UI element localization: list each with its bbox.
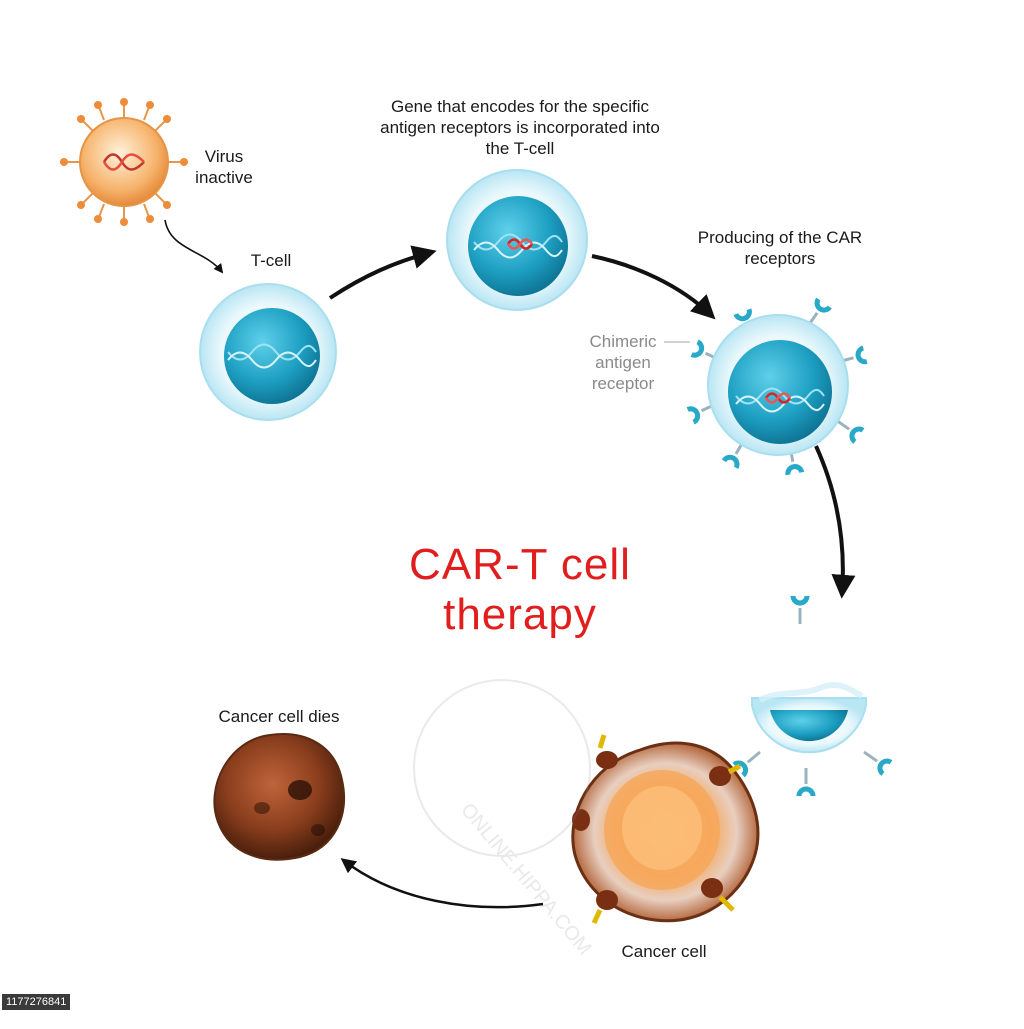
- car-label: Chimeric antigen receptor: [589, 332, 657, 393]
- loose-receptor-icon: [793, 596, 807, 624]
- virus-icon: [60, 98, 188, 226]
- attacking-tcell-icon: [734, 682, 891, 796]
- cancer-dies-label: Cancer cell dies: [218, 707, 340, 726]
- title-line-1: CAR-T cell: [409, 540, 631, 589]
- watermark-logo: ONLINE.HIPPA.COM: [413, 679, 596, 959]
- car-tcell-icon: [688, 299, 867, 475]
- dead-cancer-cell-icon: [213, 733, 346, 861]
- arrow-car-to-attack: [814, 445, 856, 599]
- tcell-icon: [199, 283, 337, 421]
- cancer-cell-icon: [571, 734, 760, 925]
- virus-label: Virus inactive: [195, 147, 253, 187]
- arrow-cancer-to-dead: [340, 858, 544, 909]
- arrow-tcell-to-gene: [328, 245, 437, 300]
- gene-label: Gene that encodes for the specific antig…: [380, 97, 660, 158]
- stock-id-badge: 1177276841: [2, 994, 71, 1010]
- tcell-label: T-cell: [250, 251, 292, 270]
- arrow-gene-to-car: [591, 254, 716, 320]
- title-line-2: therapy: [443, 590, 597, 639]
- diagram-title: CAR-T cell therapy: [370, 540, 670, 640]
- modified-tcell-icon: [446, 169, 588, 311]
- producing-label: Producing of the CAR receptors: [697, 228, 863, 268]
- cancer-cell-label: Cancer cell: [621, 942, 707, 961]
- arrow-virus-to-tcell: [164, 219, 224, 274]
